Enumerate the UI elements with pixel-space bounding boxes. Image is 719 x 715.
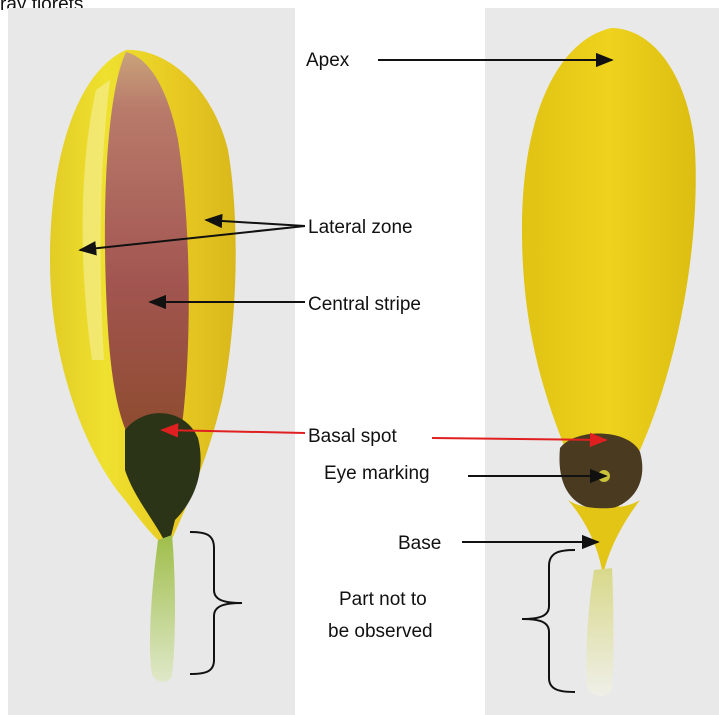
label-central-stripe: Central stripe	[308, 294, 421, 315]
label-basal-spot: Basal spot	[308, 426, 397, 447]
label-apex: Apex	[306, 50, 350, 71]
label-lateral-zone: Lateral zone	[308, 217, 413, 238]
label-part-not-observed-line2: be observed	[328, 621, 433, 642]
label-part-not-observed-line1: Part not to	[339, 589, 427, 610]
label-base: Base	[398, 533, 441, 554]
label-eye-marking: Eye marking	[324, 463, 430, 484]
